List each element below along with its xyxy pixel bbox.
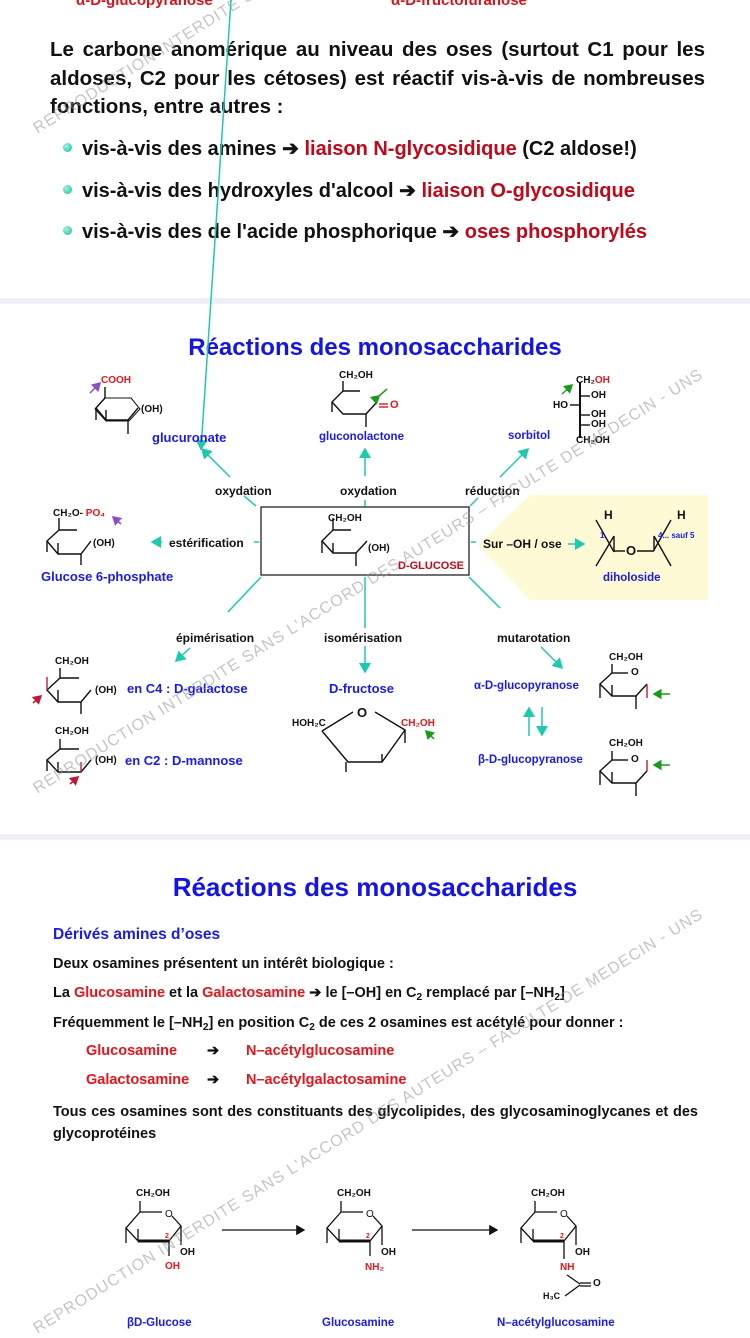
amines-line-2: La Glucosamine et la Galactosamine ➔ le … <box>53 985 565 1003</box>
sorbitol-oh: OH <box>591 390 606 401</box>
section-divider <box>0 834 750 840</box>
label-glucosamine: Glucosamine <box>322 1317 395 1329</box>
bullet-icon <box>63 226 72 235</box>
glucuronate-cooh: COOH <box>101 375 131 386</box>
label-reduction: réduction <box>465 484 520 498</box>
top-label-fructofuranose: α-D-fructofuranose <box>391 0 527 9</box>
anomeric-paragraph: Le carbone anomérique au niveau des oses… <box>50 38 705 118</box>
label-d-glucose: D-GLUCOSE <box>398 560 464 572</box>
gluconolactone-o: O <box>390 399 399 411</box>
label-galactose: en C4 : D-galactose <box>127 681 248 696</box>
bullet-hydroxyles: vis-à-vis des hydroxyles d'alcool ➔ liai… <box>63 178 635 203</box>
sorbitol-ho: HO <box>553 400 568 411</box>
label-diholoside: diholoside <box>603 572 661 584</box>
green-arrow-icon <box>369 388 388 405</box>
amines-line-1: Deux osamines présentent un intérêt biol… <box>53 956 394 972</box>
label-mannose: en C2 : D-mannose <box>125 753 243 768</box>
arrow-icon: ➔ <box>282 138 299 160</box>
red-arrow-icon <box>31 695 43 705</box>
arrow-glucuronate <box>195 0 232 451</box>
conversion-n-acetylglucosamine: N–acétylglucosamine <box>246 1043 395 1059</box>
arrow-icon: ➔ <box>207 1043 220 1059</box>
arrow-icon: ➔ <box>207 1072 220 1088</box>
label-fructose: D-fructose <box>329 681 395 696</box>
amines-line-4: Tous ces osamines sont des constituants … <box>53 1104 698 1142</box>
label-alpha-glucopyranose: α-D-glucopyranose <box>474 680 579 692</box>
bullet-amines: vis-à-vis des amines ➔ liaison N-glycosi… <box>63 136 637 161</box>
label-n-acetylglucosamine: N–acétylglucosamine <box>497 1317 615 1329</box>
label-esterification: estérification <box>169 536 244 550</box>
conversion-glucosamine: Glucosamine <box>86 1043 178 1059</box>
label-epimerisation: épimérisation <box>176 631 255 645</box>
arrow-icon: ➔ <box>399 180 416 202</box>
label-gluconolactone: gluconolactone <box>319 431 404 443</box>
label-sorbitol: sorbitol <box>508 430 551 442</box>
top-label-glucopyranose: α-D-glucopyranose <box>76 0 213 9</box>
amines-line-3: Fréquemment le [–NH2] en position C2 de … <box>53 1015 624 1033</box>
label-beta-glucopyranose: β-D-glucopyranose <box>478 754 583 766</box>
d-glucose-box <box>260 506 470 576</box>
reaction-arrows <box>150 0 708 737</box>
conversion-galactosamine: Galactosamine <box>86 1072 190 1088</box>
amines-title: Réactions des monosaccharides <box>172 872 578 902</box>
bullet-icon <box>63 143 72 152</box>
diagram-title: Réactions des monosaccharides <box>188 334 562 361</box>
gluconolactone-ch2oh: CH₂OH <box>339 370 373 381</box>
label-beta-d-glucose: βD-Glucose <box>127 1317 192 1329</box>
label-oxydation-2: oxydation <box>340 484 397 498</box>
arrow-icon: ➔ <box>442 221 460 243</box>
glucuronate-oh: (OH) <box>141 404 163 415</box>
red-arrow-icon <box>68 776 80 786</box>
green-arrow-icon <box>561 383 574 395</box>
label-mutarotation: mutarotation <box>497 631 571 645</box>
purple-arrow-icon <box>111 516 123 526</box>
label-glucuronate: glucuronate <box>152 430 227 445</box>
glycosidic-highlight <box>478 495 708 600</box>
bullet-icon <box>63 185 72 194</box>
label-isomerisation: isomérisation <box>324 631 403 645</box>
conversion-n-acetylgalactosamine: N–acétylgalactosamine <box>246 1072 407 1088</box>
label-glycosidic: Sur –OH / ose <box>483 537 562 551</box>
molecule-drawings <box>31 381 672 796</box>
label-glucose-6-phosphate: Glucose 6-phosphate <box>41 569 174 584</box>
amines-subtitle: Dérivés amines d’oses <box>53 926 221 943</box>
section-divider <box>0 298 750 304</box>
purple-arrow-icon <box>89 381 102 394</box>
green-arrow-icon <box>424 729 436 741</box>
label-oxydation-1: oxydation <box>215 484 272 498</box>
bullet-phosphorique: vis-à-vis des de l'acide phosphorique ➔ … <box>63 219 647 244</box>
